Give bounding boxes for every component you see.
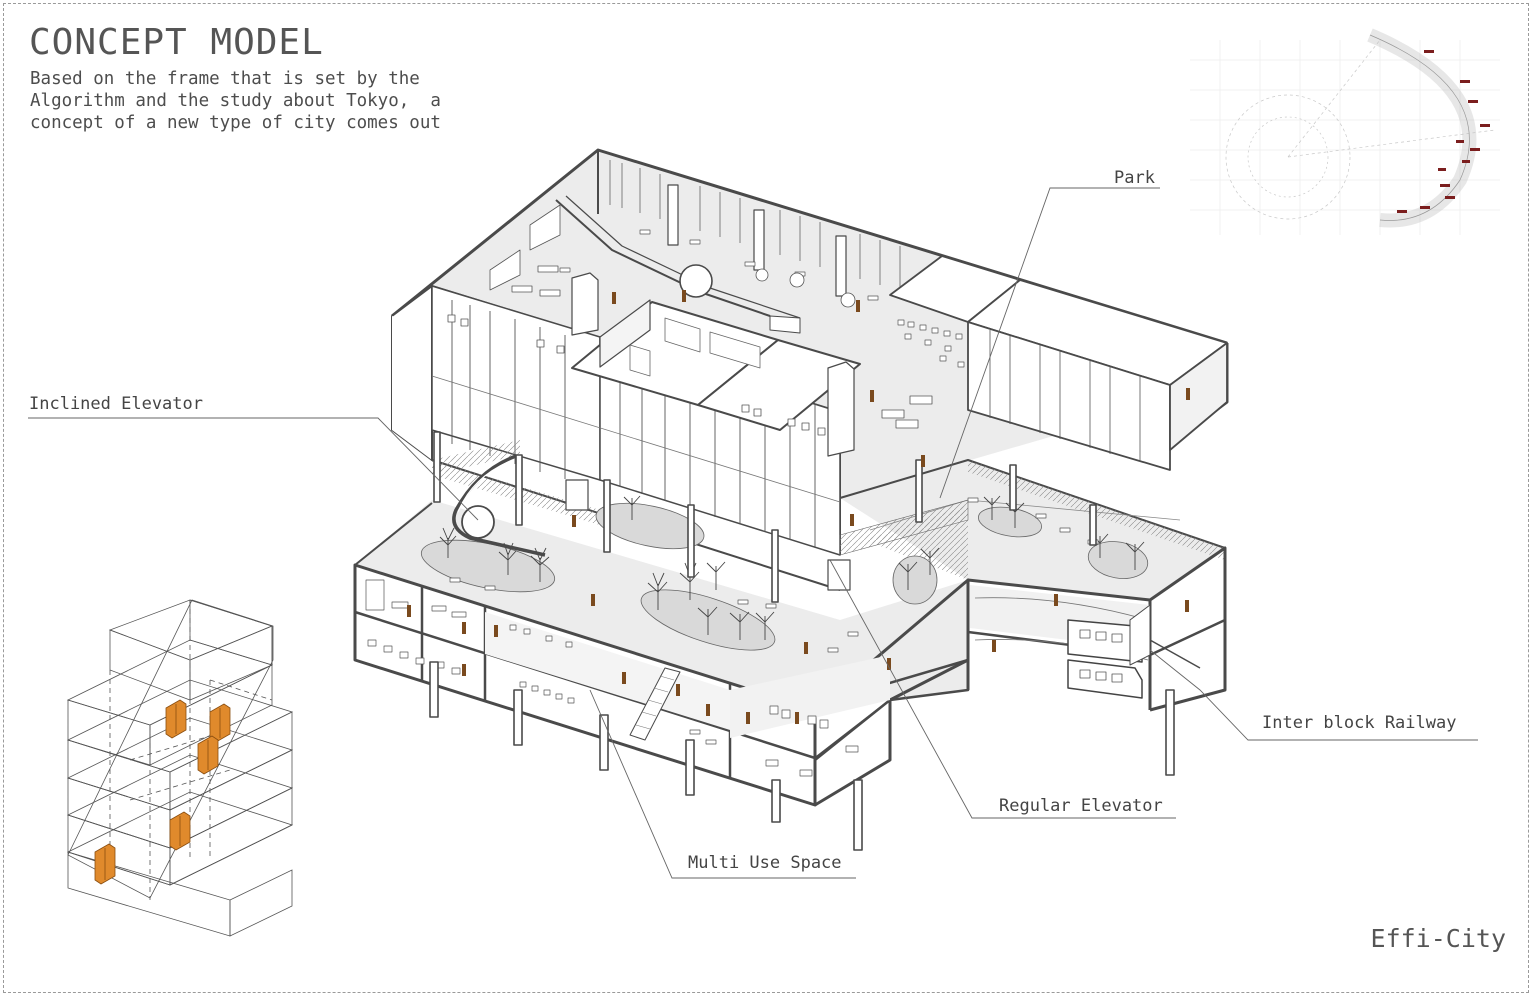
brand-name: Effi-City bbox=[1370, 924, 1506, 953]
page-title: CONCEPT MODEL bbox=[29, 22, 324, 63]
description-line-1: Based on the frame that is set by the bbox=[30, 69, 420, 89]
building-axonometric bbox=[353, 148, 1229, 851]
label-inter-block-railway: Inter block Railway bbox=[1262, 713, 1457, 733]
label-inclined-elevator: Inclined Elevator bbox=[29, 394, 203, 414]
leader-lines bbox=[28, 187, 1478, 879]
label-regular-elevator: Regular Elevator bbox=[999, 796, 1163, 816]
description-line-3: concept of a new type of city comes out bbox=[30, 113, 441, 133]
mass-diagram bbox=[66, 599, 294, 937]
label-park: Park bbox=[1114, 168, 1155, 188]
orange-elevator-blocks bbox=[94, 699, 231, 885]
site-plan bbox=[1190, 28, 1500, 235]
people-figures bbox=[407, 290, 1190, 724]
sheet-border bbox=[3, 3, 1529, 993]
description-line-2: Algorithm and the study about Tokyo, a bbox=[30, 91, 441, 111]
label-multi-use-space: Multi Use Space bbox=[688, 853, 842, 873]
